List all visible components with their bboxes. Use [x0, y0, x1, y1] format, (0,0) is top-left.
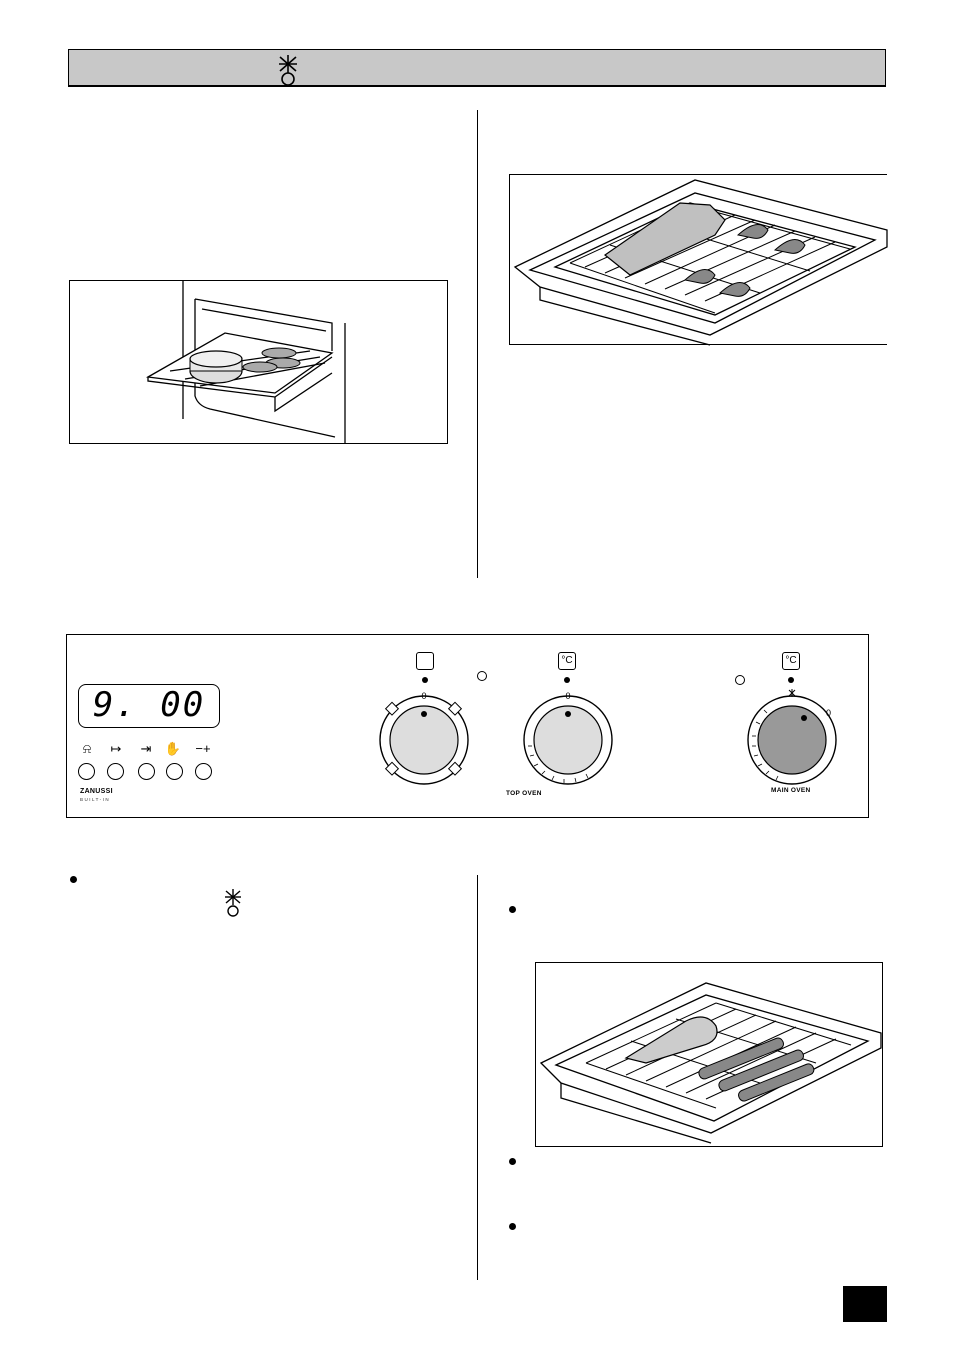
- bullet-point: [509, 906, 516, 913]
- cook-time-icon: ↦: [110, 741, 122, 756]
- bell-button[interactable]: [78, 763, 95, 780]
- column-divider-bottom: [477, 875, 478, 1280]
- top-oven-label: TOP OVEN: [506, 790, 542, 797]
- top-oven-control-knob[interactable]: 0: [518, 686, 618, 786]
- end-time-icon: ⇥: [140, 741, 152, 756]
- main-oven-temp-box: °C: [782, 652, 800, 670]
- main-oven-label: MAIN OVEN: [771, 787, 811, 794]
- grill-indicator-dot: [422, 677, 428, 683]
- oven-control-panel: [66, 634, 869, 818]
- manual-hand-icon: ✋: [164, 741, 182, 756]
- bullet-point: [509, 1158, 516, 1165]
- top-oven-zero-mark: 0: [565, 691, 570, 701]
- page-number-block: [843, 1286, 887, 1322]
- column-divider-top: [477, 110, 478, 578]
- main-oven-control-knob[interactable]: 0: [742, 686, 842, 786]
- brand-subtitle: BUILT-IN: [80, 797, 111, 802]
- brand-logo: ZANUSSI: [80, 788, 113, 795]
- bullet-point: [70, 876, 77, 883]
- grill-symbol-box: [416, 652, 434, 670]
- top-oven-temp-box: °C: [558, 652, 576, 670]
- top-oven-indicator-dot: [564, 677, 570, 683]
- bullet-point: [509, 1223, 516, 1230]
- grill-pan-fish-illustration: [509, 174, 888, 346]
- grill-symbol-icon: [279, 55, 297, 86]
- grill-zero-mark: 0: [421, 691, 426, 701]
- bell-icon: ⍾: [82, 741, 92, 756]
- clock-display: 9. 00: [78, 684, 220, 728]
- main-oven-neon-lamp: [735, 675, 745, 685]
- oven-shelf-illustration: [69, 280, 448, 444]
- minus-plus-button[interactable]: [195, 763, 212, 780]
- main-oven-indicator-dot: [788, 677, 794, 683]
- grill-neon-lamp: [477, 671, 487, 681]
- end-time-button[interactable]: [138, 763, 155, 780]
- cook-time-button[interactable]: [107, 763, 124, 780]
- grill-control-knob[interactable]: 0: [374, 686, 474, 786]
- grill-symbol-icon-inline: [225, 889, 241, 917]
- section-header-bar: [68, 49, 886, 87]
- manual-button[interactable]: [166, 763, 183, 780]
- grill-pan-chop-illustration: [535, 962, 883, 1147]
- minus-plus-icon: −+: [195, 741, 211, 756]
- main-oven-zero-mark: 0: [826, 708, 831, 718]
